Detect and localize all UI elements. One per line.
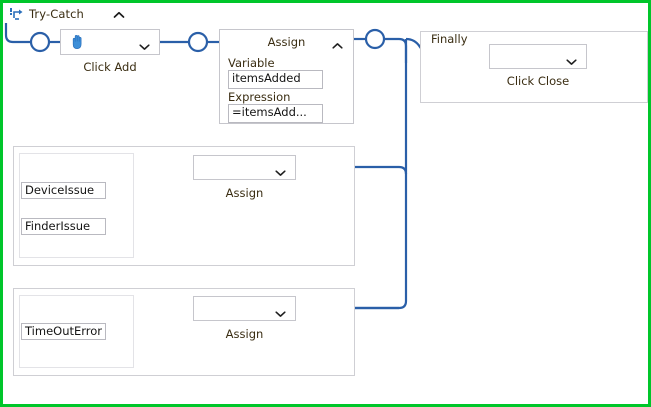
activity-assign-catch-1-label: Assign xyxy=(225,186,264,200)
activity-click-close[interactable] xyxy=(489,44,587,69)
expression-field[interactable]: =itemsAdd... xyxy=(228,104,323,123)
connector-knob xyxy=(364,28,386,50)
page-title: Try-Catch xyxy=(29,7,84,21)
wire-entry xyxy=(4,23,31,44)
error-type-field[interactable]: TimeOutError xyxy=(21,323,106,340)
connector-knob xyxy=(29,31,51,53)
connector-knob xyxy=(187,31,209,53)
assign-card-title: Assign xyxy=(267,35,306,49)
activity-click-add-label: Click Add xyxy=(83,60,137,74)
expression-label: Expression xyxy=(228,90,291,104)
chevron-down-icon[interactable] xyxy=(138,37,151,50)
finally-label: Finally xyxy=(431,32,468,46)
chevron-down-icon[interactable] xyxy=(565,52,578,65)
activity-assign-catch-2-label: Assign xyxy=(225,327,264,341)
variable-label: Variable xyxy=(228,56,275,70)
wire-e xyxy=(385,37,408,63)
activity-assign-catch-1[interactable] xyxy=(193,155,296,180)
activity-click-close-label: Click Close xyxy=(506,74,570,88)
chevron-up-icon[interactable] xyxy=(111,7,127,21)
error-type-field[interactable]: FinderIssue xyxy=(21,218,106,235)
variable-field[interactable]: itemsAdded xyxy=(228,70,323,89)
catch-errors-box-1 xyxy=(19,153,134,258)
hand-click-icon xyxy=(70,34,85,50)
chevron-down-icon[interactable] xyxy=(274,304,287,317)
chevron-up-icon[interactable] xyxy=(331,36,344,49)
try-catch-icon xyxy=(9,7,27,23)
activity-assign-catch-2[interactable] xyxy=(193,296,296,321)
activity-click-add[interactable] xyxy=(60,29,160,55)
chevron-down-icon[interactable] xyxy=(274,163,287,176)
error-type-field[interactable]: DeviceIssue xyxy=(21,182,106,199)
activity-assign-expanded[interactable]: Assign Variable itemsAdded Expression =i… xyxy=(219,29,354,124)
